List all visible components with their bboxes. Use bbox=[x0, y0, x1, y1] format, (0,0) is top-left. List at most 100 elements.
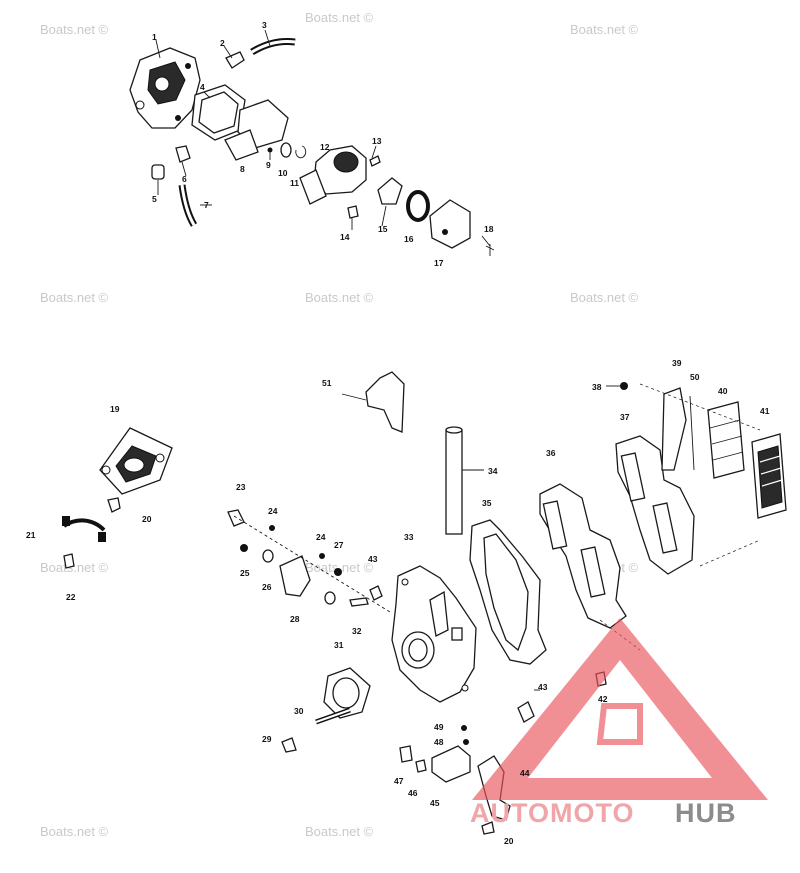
callout-7: 7 bbox=[204, 200, 209, 210]
callout-34: 34 bbox=[488, 466, 498, 476]
callout-24: 24 bbox=[316, 532, 326, 542]
callout-2: 2 bbox=[220, 38, 225, 48]
callout-44: 44 bbox=[520, 768, 530, 778]
part-11-clip bbox=[295, 145, 307, 159]
callout-42: 42 bbox=[598, 694, 608, 704]
part-22-screw bbox=[63, 553, 75, 569]
part-20b-screw bbox=[481, 821, 495, 835]
part-1-port bbox=[154, 76, 170, 92]
lower-assembly bbox=[62, 371, 787, 835]
callout-38: 38 bbox=[592, 382, 602, 392]
watermark-text: Boats.net © bbox=[40, 22, 109, 37]
callout-3: 3 bbox=[262, 20, 267, 30]
callout-14: 14 bbox=[340, 232, 350, 242]
callout-19: 19 bbox=[110, 404, 120, 414]
part-51-bracket bbox=[365, 371, 405, 433]
part-16-seal bbox=[406, 190, 430, 222]
part-39-stop bbox=[661, 387, 687, 471]
part-48-washer bbox=[463, 739, 469, 745]
callout-27: 27 bbox=[334, 540, 344, 550]
callout-43: 43 bbox=[368, 554, 378, 564]
callout-29: 29 bbox=[262, 734, 272, 744]
part-33-manifold bbox=[391, 565, 477, 703]
watermark-text: Boats.net © bbox=[305, 824, 374, 839]
part-10-ring bbox=[280, 142, 292, 158]
part-17-cover bbox=[429, 199, 471, 249]
part-5-plug bbox=[151, 164, 165, 180]
callout-21: 21 bbox=[26, 530, 36, 540]
callout-18: 18 bbox=[484, 224, 494, 234]
callout-4: 4 bbox=[200, 82, 205, 92]
part-50-rod bbox=[689, 395, 695, 471]
part-8-plate bbox=[224, 129, 259, 161]
callout-26: 26 bbox=[262, 582, 272, 592]
upper-assembly bbox=[129, 29, 495, 256]
logo-text-hub: HUB bbox=[675, 798, 737, 828]
callout-45: 45 bbox=[430, 798, 440, 808]
callout-11: 11 bbox=[290, 178, 299, 188]
part-9-pin bbox=[267, 147, 273, 153]
part-20-screw bbox=[107, 497, 121, 513]
callout-23: 23 bbox=[236, 482, 246, 492]
part-34-tube bbox=[445, 429, 463, 535]
part-23-screw bbox=[227, 509, 245, 527]
part-49-nut bbox=[461, 725, 467, 731]
callout-32: 32 bbox=[352, 626, 362, 636]
callout-15: 15 bbox=[378, 224, 388, 234]
callout-8: 8 bbox=[240, 164, 245, 174]
callout-12: 12 bbox=[320, 142, 330, 152]
part-46-washer bbox=[415, 759, 427, 773]
callout-10: 10 bbox=[278, 168, 288, 178]
part-6-fitting bbox=[175, 145, 191, 163]
part-27-nut bbox=[334, 568, 342, 576]
automotohub-logo: AUTOMOTO HUB bbox=[470, 618, 768, 828]
callout-6: 6 bbox=[182, 174, 187, 184]
part-25-nut bbox=[240, 544, 248, 552]
callout-9: 9 bbox=[266, 160, 271, 170]
logo-text-automoto: AUTOMOTO bbox=[470, 798, 635, 828]
watermark-text: Boats.net © bbox=[570, 22, 639, 37]
callout-30: 30 bbox=[294, 706, 304, 716]
part-29-nut bbox=[281, 737, 297, 753]
part-26-washer bbox=[262, 549, 274, 563]
callout-33: 33 bbox=[404, 532, 414, 542]
callout-20: 20 bbox=[142, 514, 152, 524]
part-15-impeller bbox=[377, 177, 403, 205]
part-2-fitting bbox=[225, 51, 245, 69]
callout-41: 41 bbox=[760, 406, 770, 416]
callout-49: 49 bbox=[434, 722, 444, 732]
part-38-screw bbox=[620, 382, 628, 390]
part-32-pin bbox=[349, 597, 369, 607]
part-24b-nut bbox=[319, 553, 325, 559]
callout-37: 37 bbox=[620, 412, 630, 422]
part-28-link bbox=[279, 555, 311, 597]
watermark-text: Boats.net © bbox=[40, 290, 109, 305]
callout-48: 48 bbox=[434, 737, 444, 747]
watermark-text: Boats.net © bbox=[570, 290, 639, 305]
callout-13: 13 bbox=[372, 136, 382, 146]
callout-40: 40 bbox=[718, 386, 728, 396]
callout-25: 25 bbox=[240, 568, 250, 578]
part-24-nut bbox=[269, 525, 275, 531]
callout-39: 39 bbox=[672, 358, 682, 368]
part-14-screw bbox=[347, 205, 359, 219]
watermark-text: Boats.net © bbox=[305, 10, 374, 25]
callout-35: 35 bbox=[482, 498, 492, 508]
part-47-screw bbox=[399, 745, 413, 763]
watermark-text: Boats.net © bbox=[305, 290, 374, 305]
callout-50: 50 bbox=[690, 372, 700, 382]
callout-28: 28 bbox=[290, 614, 300, 624]
callout-20: 20 bbox=[504, 836, 514, 846]
part-26b-washer bbox=[324, 591, 336, 605]
callout-5: 5 bbox=[152, 194, 157, 204]
callout-47: 47 bbox=[394, 776, 404, 786]
watermark-text: Boats.net © bbox=[305, 560, 374, 575]
watermark-text: Boats.net © bbox=[40, 560, 109, 575]
callout-43: 43 bbox=[538, 682, 548, 692]
callout-51: 51 bbox=[322, 378, 332, 388]
watermark-text: Boats.net © bbox=[40, 824, 109, 839]
part-13-screw bbox=[369, 155, 381, 167]
logo-triangle-icon bbox=[472, 618, 768, 800]
